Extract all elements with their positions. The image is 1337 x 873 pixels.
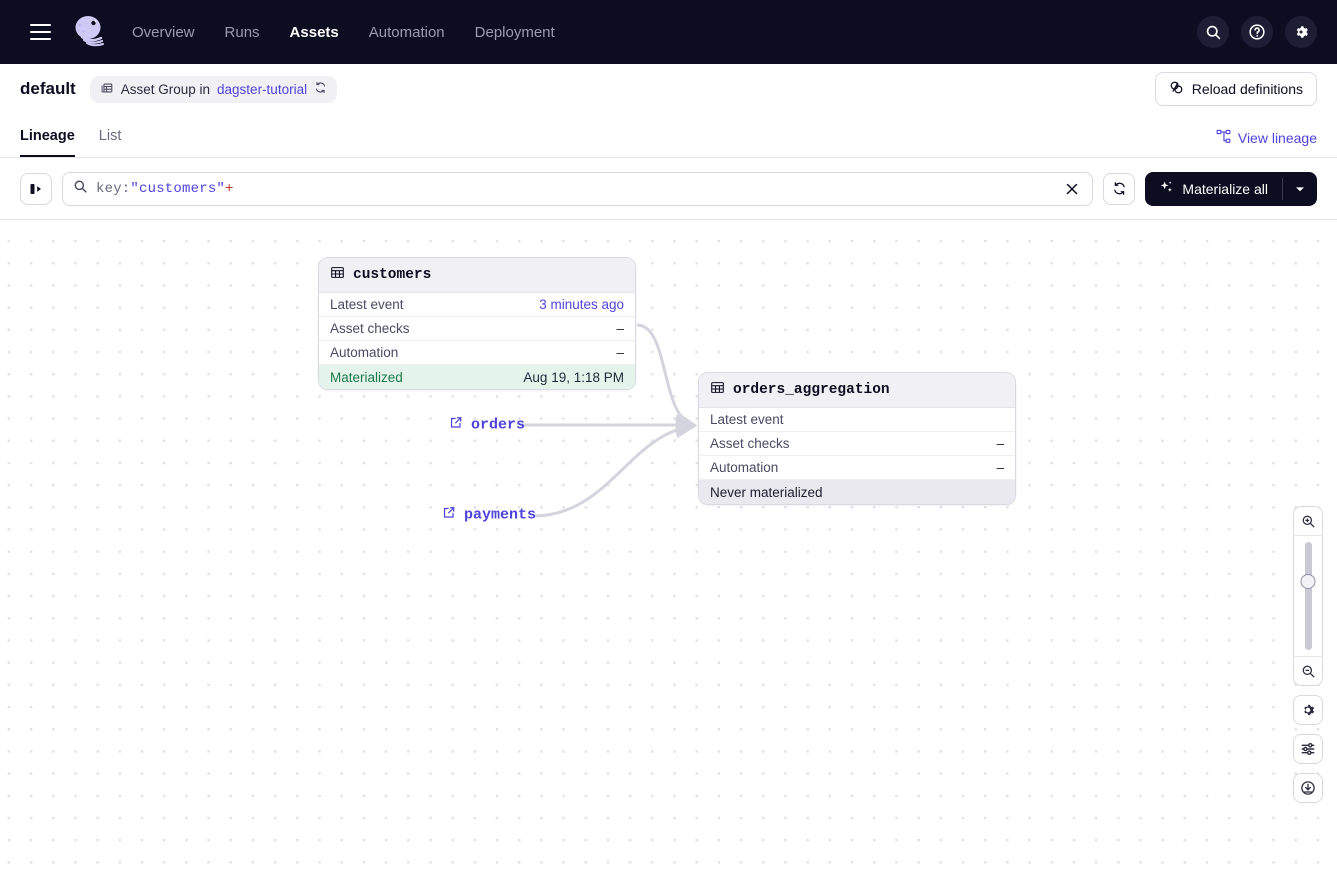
- asset-row-asset-checks: Asset checks –: [699, 432, 1015, 456]
- nav-link-overview[interactable]: Overview: [132, 23, 195, 41]
- asset-node-orders-aggregation[interactable]: orders_aggregation Latest event Asset ch…: [698, 372, 1016, 505]
- breadcrumb: default Asset Group in dagster-tutorial: [0, 64, 1337, 114]
- primary-nav-links: Overview Runs Assets Automation Deployme…: [132, 24, 555, 41]
- divider: [1294, 656, 1322, 657]
- asset-row-materialized: Materialized Aug 19, 1:18 PM: [319, 365, 635, 389]
- query-key: key:: [96, 180, 131, 197]
- zoom-slider-group: [1293, 506, 1323, 686]
- expand-panel-icon[interactable]: [20, 172, 52, 205]
- materialize-all-button[interactable]: Materialize all: [1145, 171, 1317, 206]
- row-key: Asset checks: [330, 321, 410, 336]
- page-title: default: [20, 79, 76, 98]
- chip-prefix-label: Asset Group in: [120, 81, 211, 97]
- row-value[interactable]: 3 minutes ago: [539, 297, 624, 312]
- row-key: Materialized: [330, 369, 403, 385]
- graph-toolbar: key:"customers"+ Materialize all: [0, 158, 1337, 220]
- graph-settings-gear-icon[interactable]: [1293, 695, 1323, 725]
- row-key: Latest event: [330, 297, 404, 312]
- lineage-graph-icon: [1216, 129, 1231, 147]
- view-lineage-button[interactable]: View lineage: [1216, 129, 1317, 157]
- nav-actions: [1197, 16, 1321, 48]
- sparkle-icon: [1159, 180, 1174, 198]
- row-value: –: [616, 321, 624, 336]
- gear-icon[interactable]: [1285, 16, 1317, 48]
- zoom-out-icon[interactable]: [1294, 657, 1322, 685]
- zoom-slider-handle[interactable]: [1300, 574, 1316, 589]
- recenter-graph-icon[interactable]: [1293, 773, 1323, 803]
- tab-bar: Lineage List View lineage: [0, 114, 1337, 158]
- search-icon: [73, 179, 88, 199]
- asset-group-icon: [100, 81, 114, 98]
- asset-row-asset-checks: Asset checks –: [319, 317, 635, 341]
- hamburger-menu-icon[interactable]: [22, 14, 58, 50]
- asset-node-title: orders_aggregation: [733, 382, 890, 398]
- top-navigation-bar: Overview Runs Assets Automation Deployme…: [0, 0, 1337, 64]
- zoom-in-icon[interactable]: [1294, 507, 1322, 535]
- tab-lineage[interactable]: Lineage: [20, 128, 75, 157]
- reload-definitions-button[interactable]: Reload definitions: [1154, 72, 1317, 106]
- nav-link-automation[interactable]: Automation: [368, 23, 445, 41]
- nav-link-deployment[interactable]: Deployment: [474, 23, 555, 41]
- tab-list[interactable]: List: [98, 128, 122, 144]
- refresh-icon[interactable]: [314, 81, 327, 97]
- zoom-slider-track: [1304, 542, 1312, 650]
- asset-node-header: orders_aggregation: [699, 373, 1015, 408]
- asset-node-title: customers: [353, 267, 432, 283]
- row-key: Automation: [330, 345, 399, 360]
- query-value: "customers": [130, 180, 226, 197]
- nav-link-assets[interactable]: Assets: [289, 23, 339, 41]
- search-query-text: key:"customers"+: [96, 181, 234, 197]
- reload-definitions-label: Reload definitions: [1191, 81, 1303, 97]
- reload-icon: [1169, 80, 1184, 98]
- external-link-icon: [442, 506, 456, 525]
- row-value: –: [996, 436, 1004, 451]
- row-value: –: [616, 345, 624, 360]
- graph-filters-sliders-icon[interactable]: [1293, 734, 1323, 764]
- asset-row-latest-event: Latest event: [699, 408, 1015, 432]
- asset-node-customers[interactable]: customers Latest event 3 minutes ago Ass…: [318, 257, 636, 390]
- chevron-down-icon[interactable]: [1283, 184, 1317, 194]
- row-value[interactable]: Aug 19, 1:18 PM: [523, 369, 624, 385]
- row-value: –: [996, 460, 1004, 475]
- asset-row-automation: Automation –: [319, 341, 635, 365]
- asset-group-chip[interactable]: Asset Group in dagster-tutorial: [89, 75, 338, 103]
- zoom-slider[interactable]: [1294, 536, 1322, 656]
- external-asset-payments[interactable]: payments: [442, 506, 536, 525]
- table-icon: [330, 265, 345, 285]
- tab-list: Lineage List: [20, 128, 121, 157]
- row-key: Automation: [710, 460, 779, 475]
- external-asset-label: payments: [464, 506, 537, 524]
- asset-row-never-materialized: Never materialized: [699, 480, 1015, 504]
- zoom-controls: [1293, 506, 1323, 803]
- row-key: Never materialized: [710, 484, 823, 500]
- button-divider: [1282, 177, 1283, 200]
- row-key: Asset checks: [710, 436, 790, 451]
- query-operator: +: [225, 180, 234, 197]
- graph-edges: [520, 323, 698, 518]
- refresh-graph-button[interactable]: [1103, 172, 1136, 205]
- search-icon[interactable]: [1197, 16, 1229, 48]
- row-key: Latest event: [710, 412, 784, 427]
- external-link-icon: [449, 416, 463, 435]
- nav-link-runs[interactable]: Runs: [224, 23, 260, 41]
- table-icon: [710, 380, 725, 400]
- asset-row-latest-event: Latest event 3 minutes ago: [319, 293, 635, 317]
- external-asset-label: orders: [471, 416, 526, 434]
- asset-row-automation: Automation –: [699, 456, 1015, 480]
- external-asset-orders[interactable]: orders: [449, 416, 525, 435]
- view-lineage-label: View lineage: [1237, 130, 1317, 146]
- lineage-graph-canvas[interactable]: customers Latest event 3 minutes ago Ass…: [0, 220, 1337, 873]
- close-icon[interactable]: [1062, 179, 1082, 199]
- help-icon[interactable]: [1241, 16, 1273, 48]
- chip-repo-link[interactable]: dagster-tutorial: [217, 81, 308, 97]
- divider: [1294, 535, 1322, 536]
- asset-node-header: customers: [319, 258, 635, 293]
- search-input[interactable]: key:"customers"+: [62, 171, 1094, 206]
- materialize-all-label: Materialize all: [1182, 180, 1268, 197]
- dagster-logo[interactable]: [70, 12, 110, 52]
